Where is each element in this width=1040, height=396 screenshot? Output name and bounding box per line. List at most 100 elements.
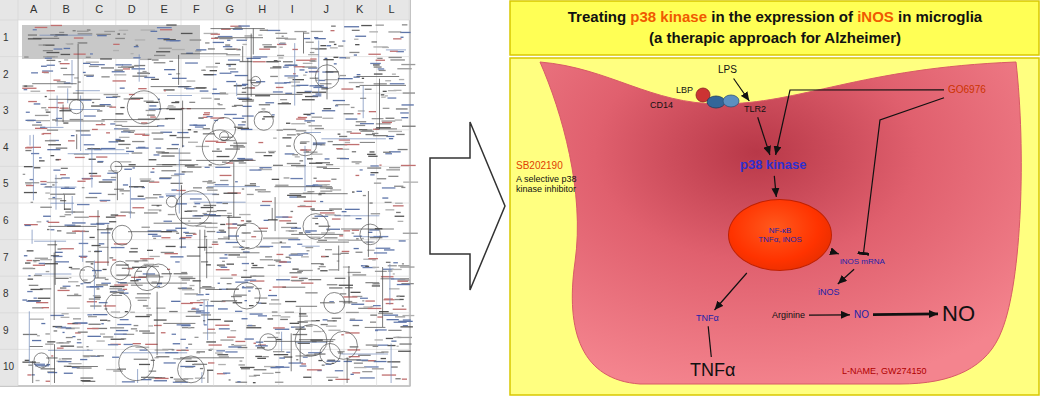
map-mark xyxy=(152,281,158,282)
node-text: Arginine xyxy=(772,310,805,320)
map-mark xyxy=(201,314,211,315)
map-mark xyxy=(395,216,405,217)
map-mark xyxy=(321,256,325,257)
map-mark xyxy=(86,261,94,262)
map-mark xyxy=(88,251,91,252)
map-mark xyxy=(86,197,98,198)
map-mark xyxy=(247,58,261,59)
node-text: TNFα, iNOS xyxy=(758,235,802,244)
kinase-label: p38 kinase xyxy=(738,157,809,174)
map-mark xyxy=(61,346,75,347)
map-mark xyxy=(115,38,125,39)
map-mark xyxy=(149,182,159,183)
map-mark xyxy=(152,205,162,206)
map-mark xyxy=(77,181,85,182)
map-mark xyxy=(277,55,284,56)
map-mark xyxy=(283,129,296,130)
map-mark xyxy=(271,299,279,300)
map-mark xyxy=(23,85,34,86)
map-mark xyxy=(36,380,40,381)
column-letter: F xyxy=(193,3,200,16)
map-link xyxy=(178,55,179,85)
map-mark xyxy=(103,336,113,337)
map-mark xyxy=(250,183,256,184)
map-mark xyxy=(255,95,270,96)
map-mark xyxy=(181,350,186,351)
grid-line xyxy=(0,203,410,204)
map-link xyxy=(389,264,390,305)
map-mark xyxy=(275,82,287,83)
map-mark xyxy=(83,72,86,73)
map-mark xyxy=(216,350,225,351)
map-link xyxy=(247,58,248,128)
map-mark xyxy=(226,64,236,65)
map-mark xyxy=(296,359,298,360)
map-mark xyxy=(157,27,172,28)
map-mark xyxy=(43,216,51,217)
map-mark xyxy=(210,349,213,350)
map-mark xyxy=(392,74,396,75)
map-mark xyxy=(326,164,333,165)
map-mark xyxy=(152,236,161,237)
map-link xyxy=(236,83,237,96)
map-mark xyxy=(132,76,147,77)
map-mark xyxy=(264,46,277,47)
map-mark xyxy=(251,267,264,268)
map-mark xyxy=(182,288,187,289)
map-mark xyxy=(112,71,125,72)
map-mark xyxy=(47,244,57,245)
map-mark xyxy=(374,73,383,74)
map-mark xyxy=(298,117,307,118)
map-mark xyxy=(401,64,415,65)
map-mark xyxy=(273,91,283,92)
map-mark xyxy=(132,141,144,142)
map-mark xyxy=(370,237,383,238)
map-mark xyxy=(241,277,252,278)
map-mark xyxy=(233,302,243,303)
map-link xyxy=(303,32,304,53)
map-mark xyxy=(60,63,70,64)
map-mark xyxy=(207,231,216,232)
map-mark xyxy=(123,68,130,69)
map-mark xyxy=(78,33,93,34)
map-link xyxy=(48,226,96,227)
map-mark xyxy=(274,260,281,261)
map-mark xyxy=(220,224,225,225)
map-mark xyxy=(123,34,125,35)
map-mark xyxy=(78,81,81,82)
map-mark xyxy=(307,191,314,192)
map-mark xyxy=(173,343,180,344)
map-mark xyxy=(228,59,240,60)
map-mark xyxy=(262,201,272,202)
map-mark xyxy=(226,289,239,290)
grid-line xyxy=(0,93,410,94)
map-mark xyxy=(385,80,391,81)
map-ring xyxy=(112,225,132,245)
map-mark xyxy=(370,174,374,175)
cd14-shape xyxy=(707,96,725,108)
map-mark xyxy=(143,305,148,306)
map-link xyxy=(382,267,383,327)
map-mark xyxy=(235,27,242,28)
map-mark xyxy=(51,355,53,356)
map-link xyxy=(80,96,81,152)
map-mark xyxy=(257,358,266,359)
map-mark xyxy=(131,98,144,99)
map-mark xyxy=(294,326,302,327)
map-mark xyxy=(377,178,386,179)
map-mark xyxy=(34,261,37,262)
map-mark xyxy=(368,54,380,55)
map-mark xyxy=(383,91,387,92)
map-mark xyxy=(326,377,338,378)
map-mark xyxy=(169,109,182,110)
map-mark xyxy=(304,152,318,153)
map-mark xyxy=(398,281,409,282)
connector xyxy=(863,98,944,254)
map-mark xyxy=(334,44,337,45)
map-mark xyxy=(396,108,408,109)
map-mark xyxy=(400,299,404,300)
map-mark xyxy=(182,171,186,172)
map-mark xyxy=(297,196,306,197)
map-mark xyxy=(169,311,178,312)
map-mark xyxy=(76,285,80,286)
